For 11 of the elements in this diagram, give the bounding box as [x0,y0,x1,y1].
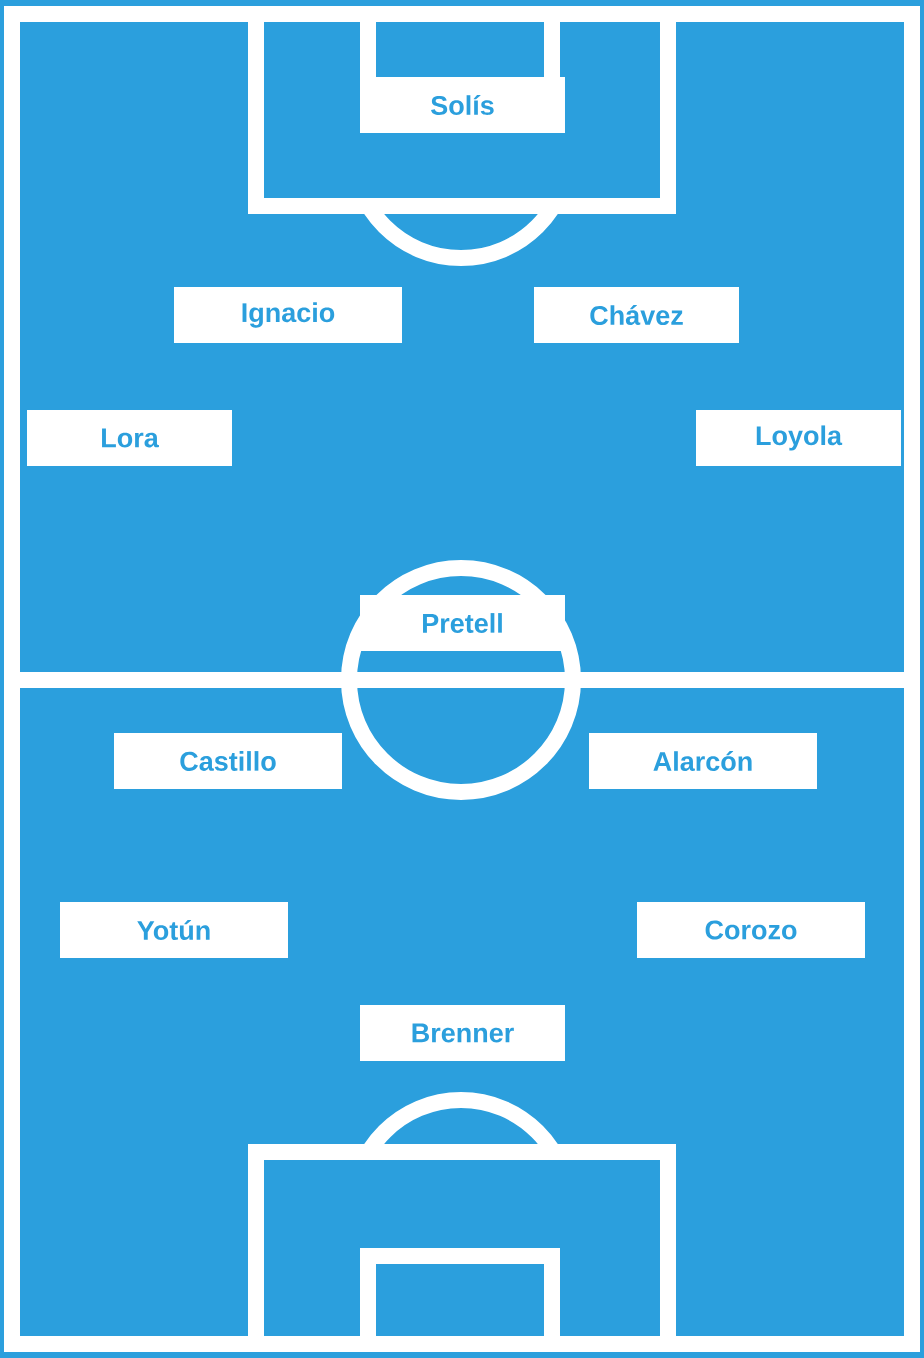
player-label: Ignacio [174,287,402,343]
player-label: Chávez [534,287,739,343]
player-label: Alarcón [589,733,817,789]
player-label: Loyola [696,410,901,466]
player-label: Lora [27,410,232,466]
player-label: Pretell [360,595,565,651]
player-label: Solís [360,77,565,133]
player-label: Brenner [360,1005,565,1061]
player-label: Corozo [637,902,865,958]
player-label: Yotún [60,902,288,958]
player-label: Castillo [114,733,342,789]
